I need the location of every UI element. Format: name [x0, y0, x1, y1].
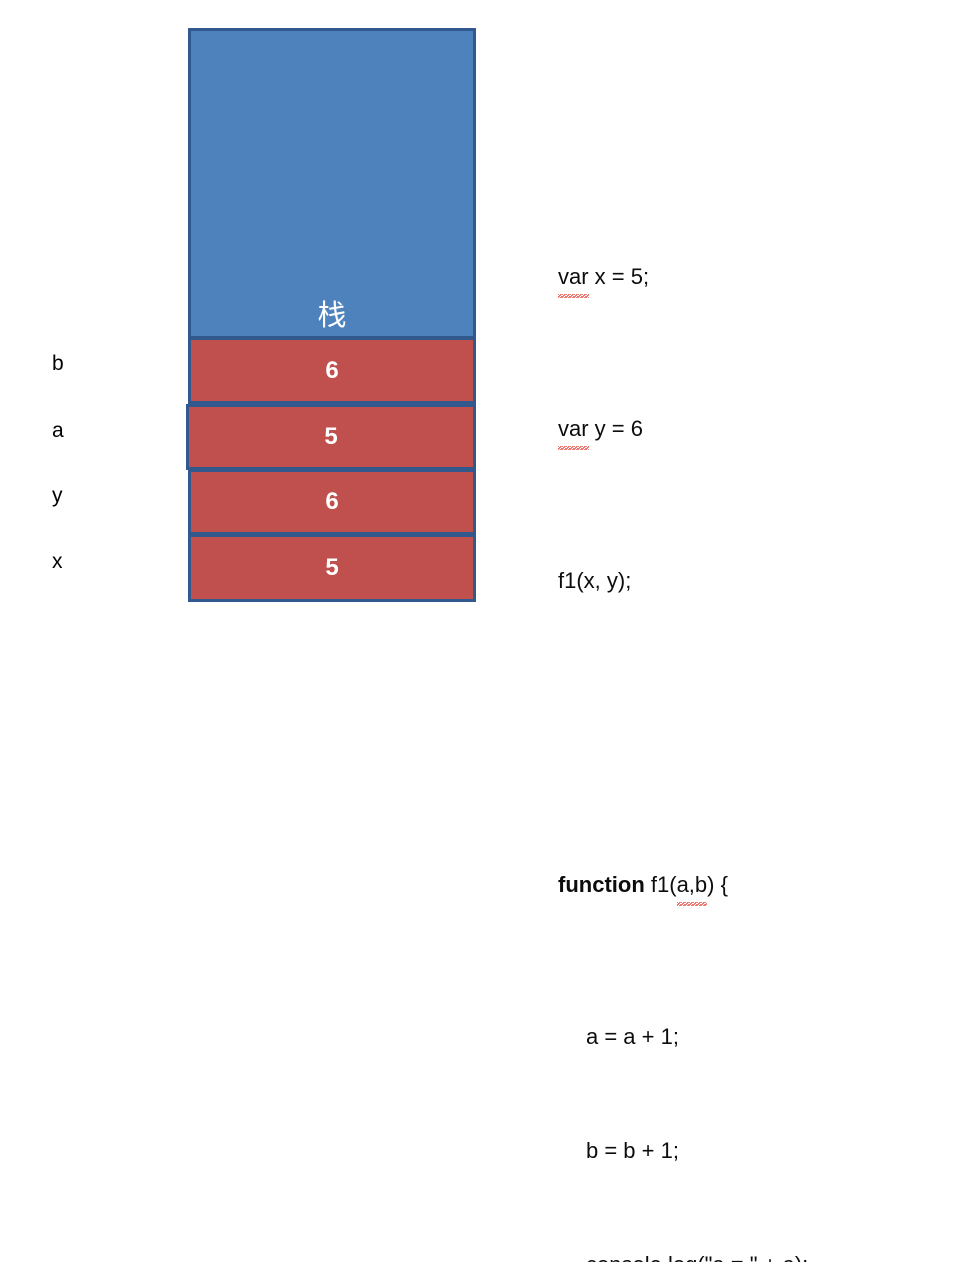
stack-slot-b: 6	[188, 337, 476, 404]
stack-slot-y: 6	[188, 469, 476, 535]
code-listing: var x = 5; var y = 6 f1(x, y); function …	[558, 144, 948, 1262]
stack-slot-y-value: 6	[325, 488, 339, 515]
stack-slot-b-value: 6	[325, 356, 339, 384]
variable-label-b: b	[52, 352, 64, 375]
code-line-2-rest: y = 6	[588, 416, 643, 441]
code-keyword-var-2: var	[558, 410, 589, 450]
code-params-ab: a,b	[676, 866, 707, 906]
stack-slot-x-value: 5	[325, 554, 339, 581]
stack-diagram: 栈 6 5 6 5	[186, 26, 478, 604]
slide-canvas: b a y x 栈 6 5 6 5 var x = 5; var y = 6 f…	[52, 26, 808, 1262]
code-line-2: var y = 6	[558, 410, 948, 450]
code-keyword-function: function	[558, 872, 645, 897]
variable-label-y: y	[52, 484, 63, 507]
code-line-3: f1(x, y);	[558, 568, 632, 593]
stack-free-space-block: 栈	[188, 28, 476, 339]
variable-label-x: x	[52, 550, 63, 573]
stack-slot-a-value: 5	[324, 423, 338, 450]
code-line-1-rest: x = 5;	[588, 264, 650, 289]
code-line-8: console.log("a = " + a);	[558, 1246, 948, 1262]
code-line-7: b = b + 1;	[586, 1138, 679, 1163]
code-keyword-var-1: var	[558, 258, 589, 298]
code-line-6: a = a + 1;	[586, 1024, 679, 1049]
stack-label: 栈	[317, 297, 347, 332]
variable-label-a: a	[52, 419, 64, 442]
code-line-5-rest: f1(	[644, 872, 677, 897]
code-line-5-tail: ) {	[707, 872, 728, 897]
code-line-5: function f1(a,b) {	[558, 866, 948, 906]
stack-slot-a: 5	[186, 404, 476, 470]
code-line-blank	[558, 714, 948, 752]
code-line-1: var x = 5;	[558, 258, 948, 298]
stack-slot-x: 5	[188, 534, 476, 602]
